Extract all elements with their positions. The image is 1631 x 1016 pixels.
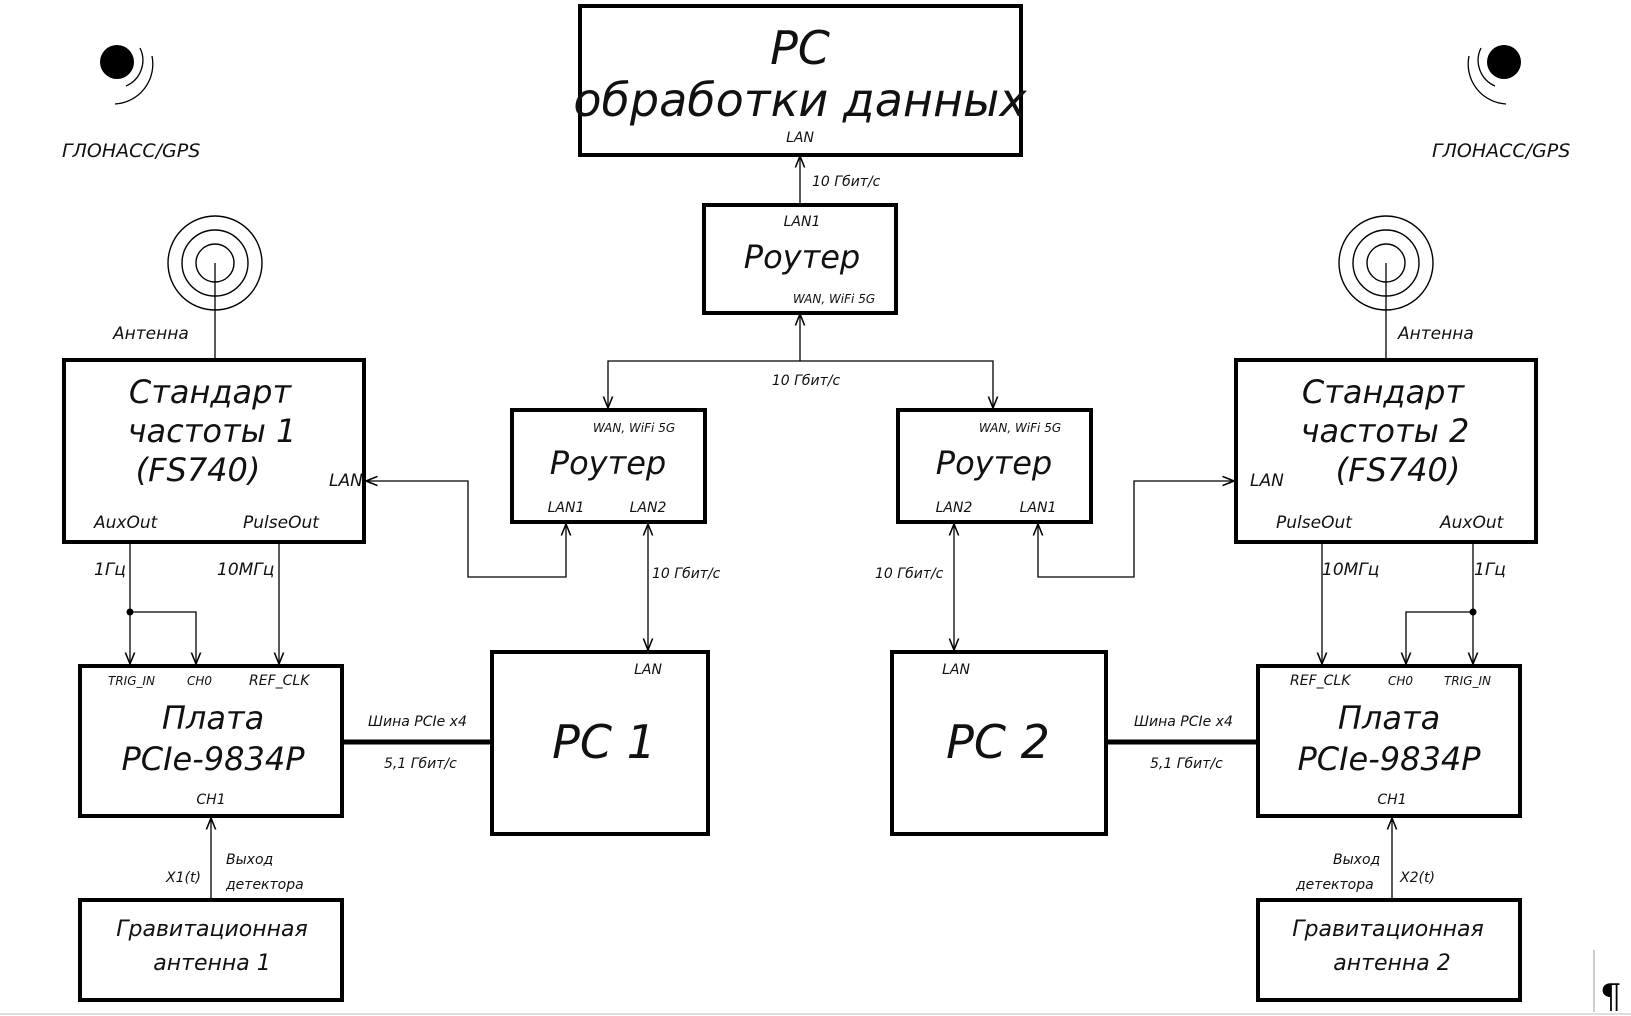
std1-line3: (FS740) xyxy=(136,451,261,489)
board2-line1: Плата xyxy=(1338,699,1440,737)
std2-box xyxy=(1234,358,1538,544)
router-right-port-a: LAN2 xyxy=(936,500,973,516)
detector-left-x1: X1(t) xyxy=(165,870,201,886)
router-top-port-lan1: LAN1 xyxy=(784,214,821,230)
antenna-right-icon xyxy=(1338,215,1434,360)
antenna-right-label: Антенна xyxy=(1397,324,1474,344)
board1-ch0: CH0 xyxy=(187,674,212,688)
pc2-port: LAN xyxy=(942,662,970,678)
board1-line2: PCIe-9834P xyxy=(121,740,305,778)
freq-1hz-left: 1Гц xyxy=(94,560,126,580)
gnss-left-label: ГЛОНАСС/GPS xyxy=(62,140,200,162)
detector-right-line1: Выход xyxy=(1333,852,1380,868)
pc-main-port: LAN xyxy=(786,130,814,146)
pc-main-box xyxy=(578,4,1023,157)
grav1-line2: антенна 1 xyxy=(153,951,270,976)
detector-left-line2: детектора xyxy=(225,877,304,893)
std2-out-aux: AuxOut xyxy=(1439,513,1505,533)
board2-ref: REF_CLK xyxy=(1290,673,1352,689)
board1-trig: TRIG_IN xyxy=(108,674,155,688)
junction-left xyxy=(126,608,134,616)
board2-ch0: CH0 xyxy=(1388,674,1413,688)
router-left-port-b: LAN2 xyxy=(630,500,667,516)
grav1-line1: Гравитационная xyxy=(116,917,307,942)
detector-left-line1: Выход xyxy=(226,852,273,868)
link-splitter xyxy=(608,360,993,408)
grav2-line2: антенна 2 xyxy=(1333,951,1450,976)
pc2-title: PC 2 xyxy=(946,715,1050,769)
freq-1hz-right: 1Гц xyxy=(1474,560,1506,580)
grav1-box xyxy=(78,898,344,1002)
std1-line1: Стандарт xyxy=(129,373,293,411)
pc1-title: PC 1 xyxy=(552,715,656,769)
board2-trig: TRIG_IN xyxy=(1444,674,1491,688)
router-right-port-wan: WAN, WiFi 5G xyxy=(979,421,1061,435)
std2-line2: частоты 2 xyxy=(1301,412,1470,450)
std1-box xyxy=(62,358,366,544)
freq-10mhz-right: 10МГц xyxy=(1322,560,1379,580)
pc1-box xyxy=(490,650,710,836)
gnss-right-label: ГЛОНАСС/GPS xyxy=(1432,140,1570,162)
antenna-left-label: Антенна xyxy=(112,324,189,344)
router-right-port-b: LAN1 xyxy=(1020,500,1057,516)
link-std1-router-left xyxy=(366,481,566,578)
std1-out-aux: AuxOut xyxy=(93,513,159,533)
link-std2-router-right xyxy=(1038,481,1234,578)
detector-right-line2: детектора xyxy=(1295,877,1374,893)
std1-out-pulse: PulseOut xyxy=(243,513,320,533)
pc1-port: LAN xyxy=(634,662,662,678)
grav2-box xyxy=(1256,898,1522,1002)
line-1hz-ch0-right xyxy=(1406,611,1473,664)
board1-ch1: CH1 xyxy=(196,792,225,808)
grav2-line1: Гравитационная xyxy=(1292,917,1483,942)
router-top-title: Роутер xyxy=(744,238,860,276)
junction-right xyxy=(1469,608,1477,616)
router-top-box xyxy=(702,203,898,315)
gnss-right-icon xyxy=(1467,45,1521,105)
link-speed-left: 10 Гбит/с xyxy=(652,566,721,582)
board1-box xyxy=(78,664,344,818)
std2-lan: LAN xyxy=(1250,471,1284,491)
std1-line2: частоты 1 xyxy=(128,412,297,450)
router-top-port-wan: WAN, WiFi 5G xyxy=(793,292,875,306)
router-left-port-wan: WAN, WiFi 5G xyxy=(593,421,675,435)
pc2-box xyxy=(890,650,1108,836)
board1-ref: REF_CLK xyxy=(249,673,311,689)
board2-box xyxy=(1256,664,1522,818)
board2-ch1: CH1 xyxy=(1377,792,1406,808)
std2-line3: (FS740) xyxy=(1336,451,1461,489)
pc-main-subtitle: обработки данных xyxy=(573,73,1027,127)
line-1hz-ch0-left xyxy=(130,611,196,664)
pilcrow-mark: ¶ xyxy=(1600,977,1622,1016)
pc-main-title: PC xyxy=(770,21,830,75)
detector-right-x2: X2(t) xyxy=(1399,870,1435,886)
router-left-port-a: LAN1 xyxy=(548,500,585,516)
board1-line1: Плата xyxy=(162,699,264,737)
link-speed-right: 10 Гбит/с xyxy=(875,566,944,582)
bus-left-name: Шина PCIe x4 xyxy=(368,714,467,730)
std2-out-pulse: PulseOut xyxy=(1276,513,1353,533)
gnss-left-icon xyxy=(100,45,154,105)
router-right-title: Роутер xyxy=(936,444,1052,482)
link-speed-top: 10 Гбит/с xyxy=(812,174,881,190)
router-left-title: Роутер xyxy=(550,444,666,482)
bus-right-name: Шина PCIe x4 xyxy=(1134,714,1233,730)
board2-line2: PCIe-9834P xyxy=(1297,740,1481,778)
freq-10mhz-left: 10МГц xyxy=(217,560,274,580)
link-speed-split: 10 Гбит/с xyxy=(772,373,841,389)
bus-left-speed: 5,1 Гбит/с xyxy=(384,756,457,772)
bus-right-speed: 5,1 Гбит/с xyxy=(1150,756,1223,772)
std2-line1: Стандарт xyxy=(1302,373,1466,411)
antenna-left-icon xyxy=(167,215,263,360)
std1-lan: LAN xyxy=(329,471,363,491)
